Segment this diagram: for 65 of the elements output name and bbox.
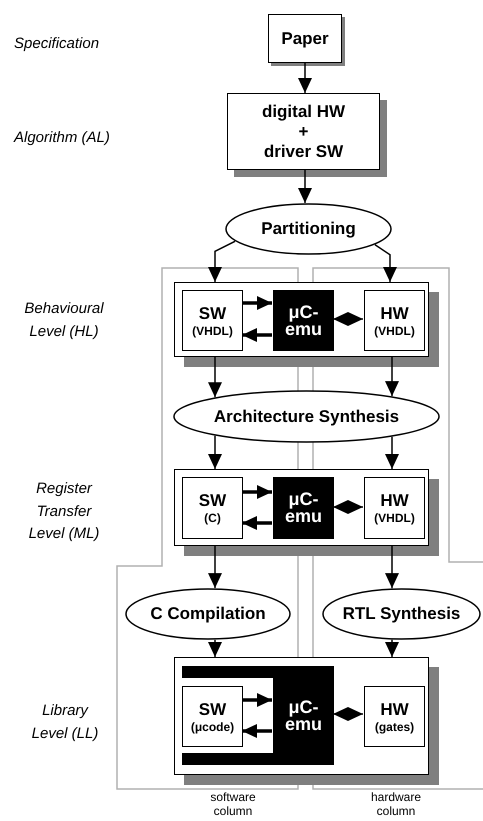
arrow [242,296,272,310]
node-label: SW [198,491,226,511]
emulator-label: μC- emu [284,304,323,338]
emulator-box [273,477,334,539]
emulator-box [273,666,334,765]
node-label: C Compilation [150,604,266,624]
node-sublabel: (VHDL) [192,324,233,338]
arrow [242,485,272,499]
arrow [385,546,399,588]
column-label: software column [209,790,257,818]
arrow [242,693,272,707]
process-box [182,477,243,539]
node-label: Partitioning [261,219,356,239]
arrow [385,436,399,469]
process-box [364,477,425,539]
column-label: hardware column [370,790,422,818]
emulator-label: μC- emu [284,491,323,525]
node-sublabel: + [298,122,308,142]
node-label: Architecture Synthesis [214,406,400,426]
process-ellipse [173,390,440,443]
arrow [242,724,272,738]
process-box [364,686,425,747]
arrow [298,63,312,93]
process-box [268,14,342,63]
arrow [208,640,222,657]
arrow [208,436,222,469]
process-ellipse [322,588,481,640]
level-label: Specification [14,34,100,54]
node-label: HW [380,491,409,511]
arrow [333,312,363,326]
arrow [333,500,363,514]
node-sublabel: (VHDL) [374,324,415,338]
node-label: HW [380,700,409,720]
arrow [374,244,397,282]
process-box [182,686,243,747]
arrow [385,640,399,657]
arrow [385,357,399,396]
emulator-label: μC- emu [284,698,323,732]
node-label: Paper [281,28,329,48]
process-box [364,290,425,351]
node-sublabel: (gates) [374,720,414,734]
arrow [298,170,312,204]
process-ellipse [225,203,392,255]
node-label: SW [198,304,226,324]
node-label: HW [380,304,409,324]
node-label: SW [198,700,226,720]
node-label: digital HW [262,102,346,122]
arrow [333,707,363,721]
node-sublabel: (μcode) [190,720,234,734]
level-label: Algorithm (AL) [14,128,111,148]
arrow [242,328,272,342]
node-sublabel: (VHDL) [374,511,415,525]
level-label: Register Transfer Level (ML) [28,479,100,544]
level-label: Behavioural Level (HL) [23,299,105,342]
arrow [208,357,222,398]
process-box [182,290,243,351]
level-label: Library Level (LL) [30,701,100,744]
arrow [242,516,272,530]
arrow [208,240,236,282]
process-ellipse [125,588,291,640]
node-sublabel: driver SW [264,142,344,162]
node-label: RTL Synthesis [342,604,460,624]
arrow [208,546,222,588]
emulator-box [273,290,334,351]
node-sublabel: (C) [204,511,221,525]
